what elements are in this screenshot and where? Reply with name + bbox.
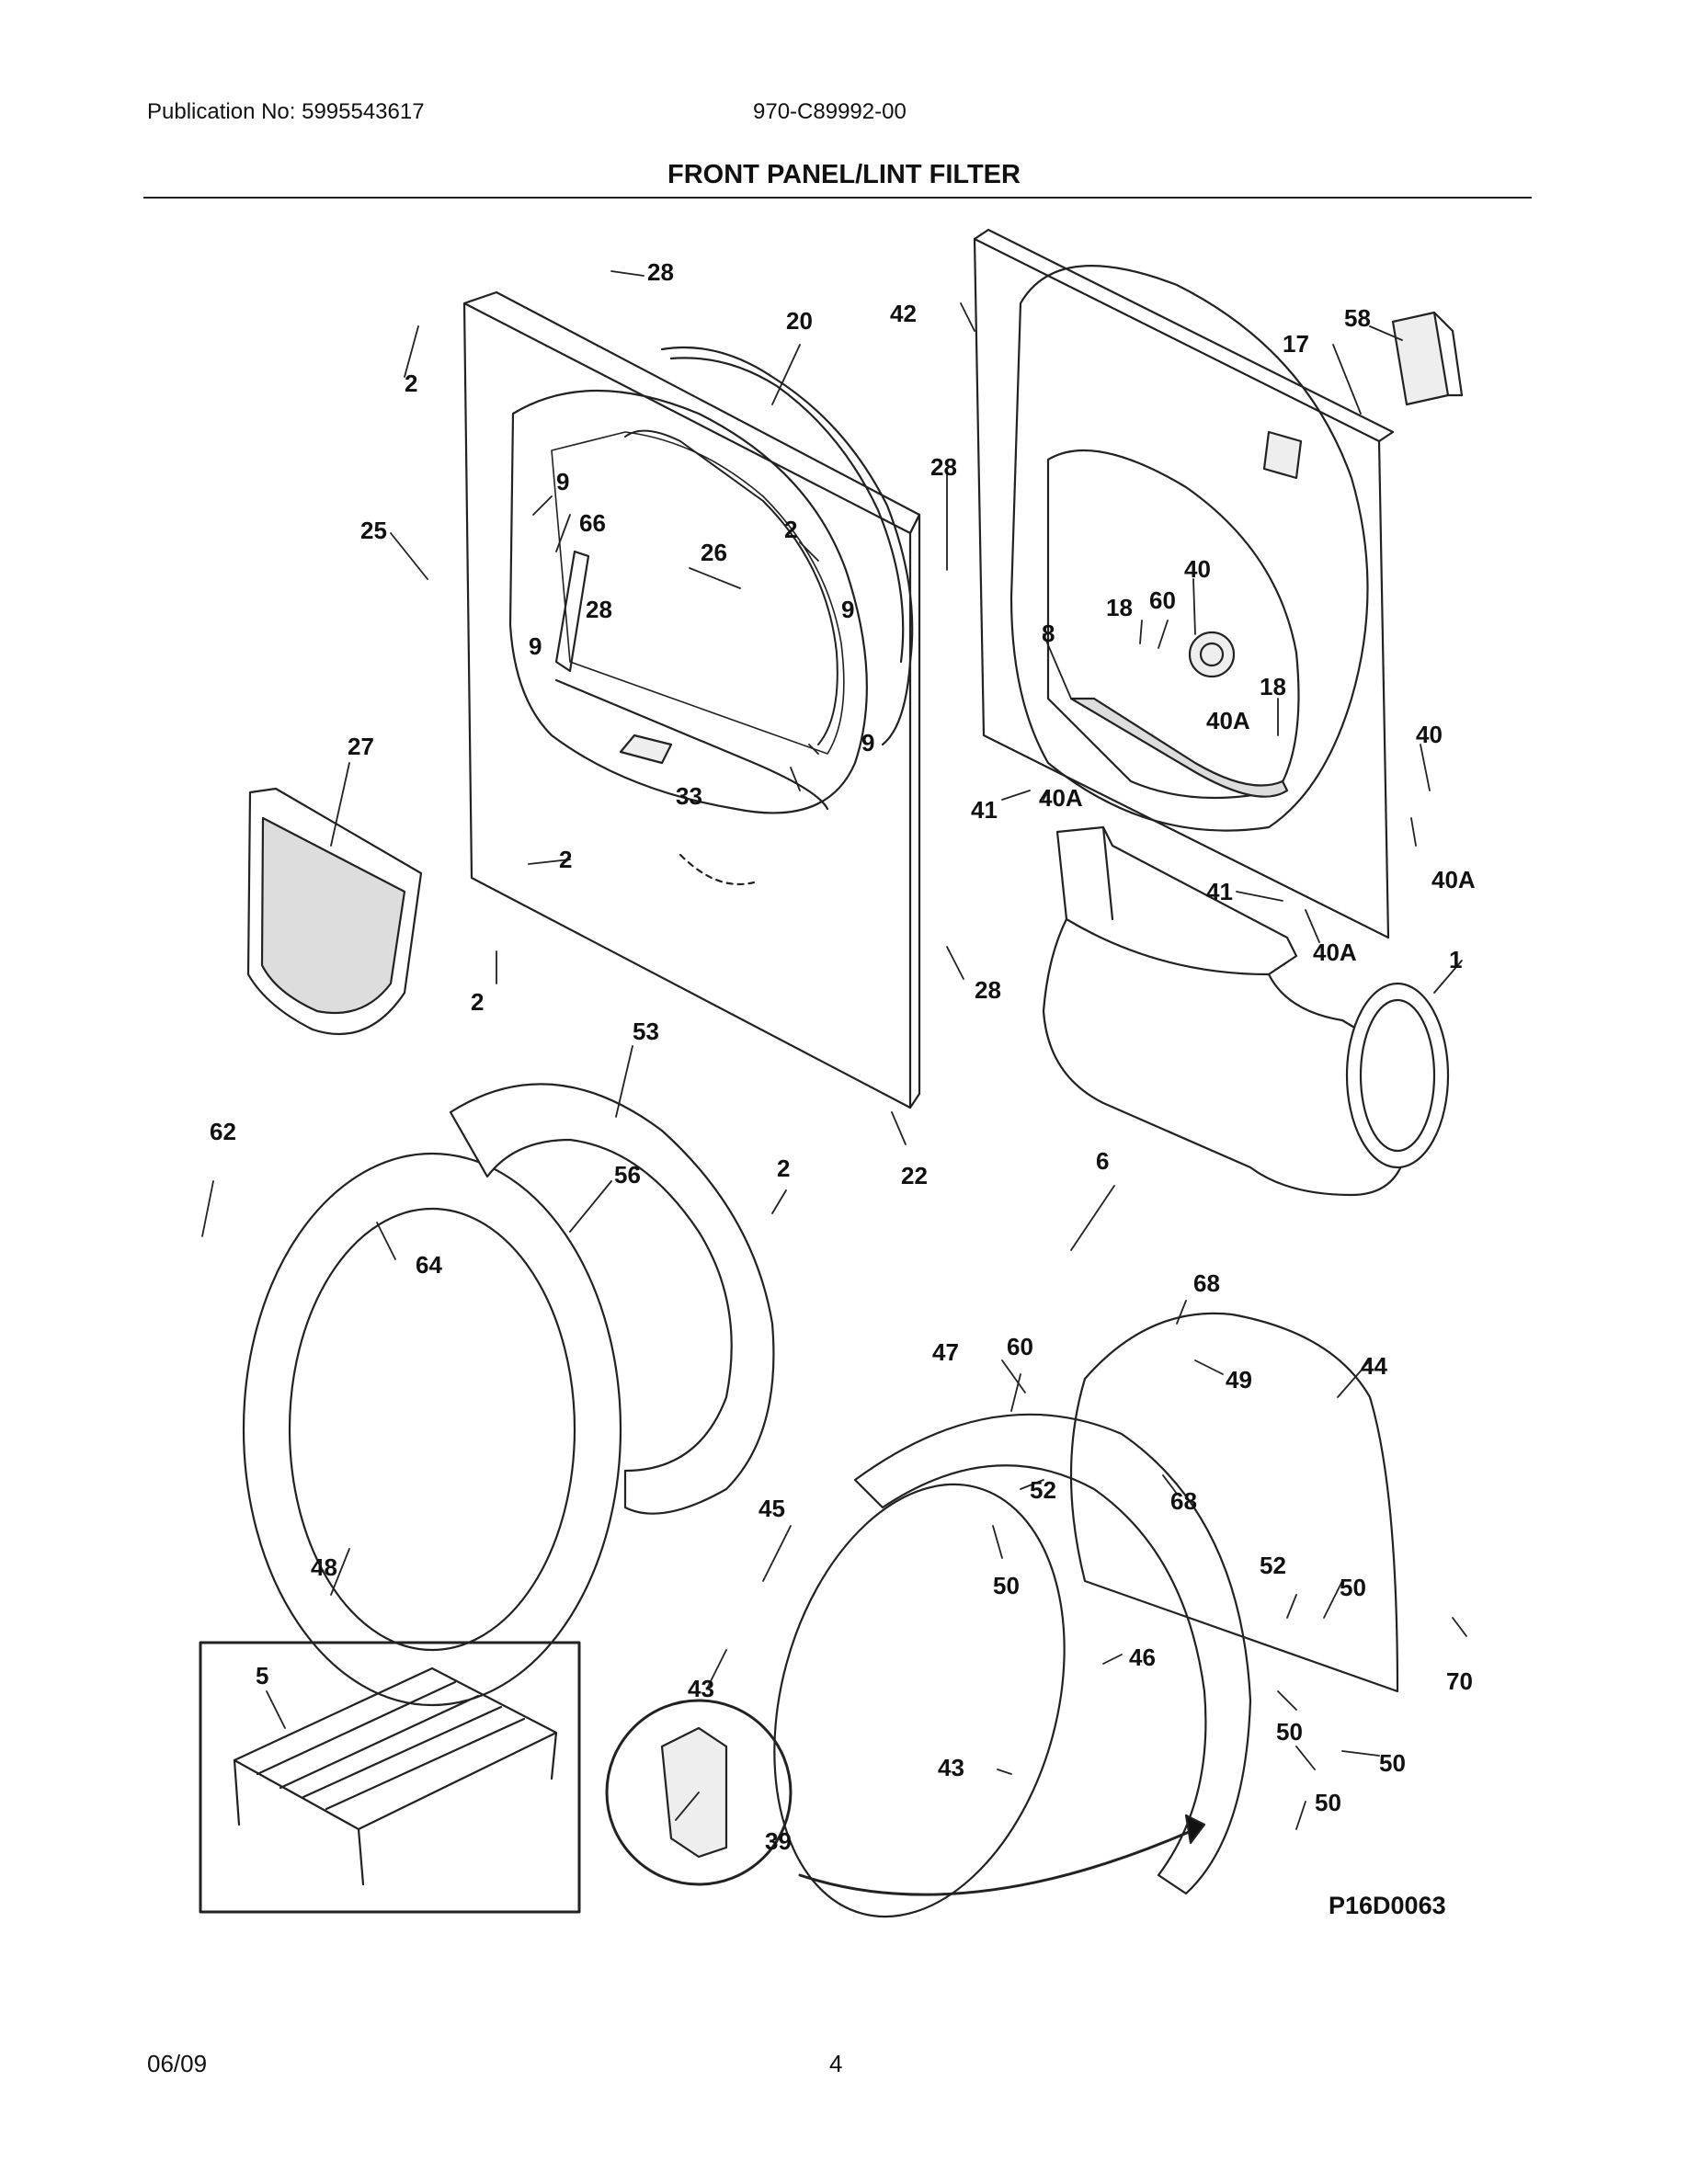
callout-26: 26 bbox=[701, 539, 727, 566]
page-title: FRONT PANEL/LINT FILTER bbox=[667, 160, 1021, 189]
callout-70: 70 bbox=[1446, 1667, 1473, 1695]
callout-68: 68 bbox=[1170, 1487, 1197, 1515]
door-outer-ring bbox=[242, 1152, 622, 1707]
door-seal bbox=[660, 346, 914, 746]
callout-45: 45 bbox=[758, 1495, 785, 1522]
callout-2: 2 bbox=[784, 516, 797, 543]
callout-18: 18 bbox=[1106, 594, 1133, 621]
callout-60: 60 bbox=[1007, 1333, 1033, 1360]
callout-1: 1 bbox=[1449, 946, 1462, 973]
callout-40: 40 bbox=[1416, 721, 1443, 748]
callout-28: 28 bbox=[930, 453, 957, 481]
callout-2: 2 bbox=[471, 988, 484, 1016]
callout-68: 68 bbox=[1193, 1269, 1220, 1297]
callout-46: 46 bbox=[1129, 1644, 1156, 1671]
footer-date: 06/09 bbox=[147, 2050, 208, 2077]
callout-9: 9 bbox=[861, 729, 874, 756]
callout-9: 9 bbox=[841, 596, 854, 623]
callout-18: 18 bbox=[1260, 673, 1286, 700]
publication-number: Publication No: 5995543617 bbox=[147, 99, 425, 124]
drying-rack-inset bbox=[199, 1641, 581, 1914]
callout-47: 47 bbox=[932, 1338, 959, 1366]
callout-58: 58 bbox=[1344, 304, 1371, 332]
callout-28: 28 bbox=[975, 976, 1001, 1004]
callout-2: 2 bbox=[777, 1155, 790, 1182]
blower-duct bbox=[1042, 825, 1410, 1197]
callout-62: 62 bbox=[210, 1118, 236, 1145]
callout-56: 56 bbox=[614, 1161, 641, 1189]
callout-6: 6 bbox=[1096, 1147, 1109, 1175]
callout-5: 5 bbox=[256, 1662, 268, 1689]
callout-22: 22 bbox=[901, 1162, 928, 1189]
callout-50: 50 bbox=[1340, 1574, 1366, 1601]
callout-33: 33 bbox=[676, 782, 702, 810]
callout-17: 17 bbox=[1283, 330, 1309, 358]
callout-44: 44 bbox=[1361, 1352, 1387, 1380]
callout-42: 42 bbox=[890, 300, 917, 327]
callout-52: 52 bbox=[1030, 1476, 1056, 1504]
callout-60: 60 bbox=[1149, 586, 1176, 614]
leader-lines bbox=[201, 270, 1467, 1830]
callout-27: 27 bbox=[348, 733, 374, 760]
callout-9: 9 bbox=[556, 468, 569, 495]
callout-40A: 40A bbox=[1206, 707, 1250, 734]
callout-2: 2 bbox=[405, 370, 417, 397]
callout-40A: 40A bbox=[1431, 866, 1476, 893]
callout-9: 9 bbox=[529, 632, 542, 660]
callout-28: 28 bbox=[586, 596, 612, 623]
model-number: 970-C89992-00 bbox=[753, 99, 907, 124]
callout-66: 66 bbox=[579, 509, 606, 537]
door-glass bbox=[773, 1483, 1066, 1918]
fan-ring bbox=[1345, 982, 1450, 1169]
callout-39: 39 bbox=[765, 1827, 792, 1855]
callout-28: 28 bbox=[647, 258, 674, 286]
callout-2: 2 bbox=[559, 846, 572, 873]
callout-43: 43 bbox=[938, 1754, 964, 1781]
callout-43: 43 bbox=[688, 1675, 714, 1702]
drawing-code: P16D0063 bbox=[1329, 1892, 1446, 1919]
door-gasket bbox=[1069, 1312, 1399, 1693]
callout-25: 25 bbox=[360, 517, 387, 544]
callout-49: 49 bbox=[1226, 1366, 1252, 1393]
door-inner-ring bbox=[449, 1083, 775, 1515]
callout-50: 50 bbox=[1315, 1789, 1341, 1816]
title-divider bbox=[143, 197, 1532, 199]
hinge-detail bbox=[605, 1699, 1206, 1896]
callout-20: 20 bbox=[786, 307, 813, 335]
callout-48: 48 bbox=[311, 1553, 337, 1581]
door-inner-frame bbox=[853, 1413, 1252, 1895]
callout-40A: 40A bbox=[1313, 938, 1357, 966]
front-panel bbox=[462, 290, 921, 1109]
callout-41: 41 bbox=[971, 796, 998, 824]
thermostat-box bbox=[1391, 311, 1464, 406]
callout-50: 50 bbox=[1379, 1749, 1406, 1777]
page-number: 4 bbox=[829, 2050, 843, 2077]
callout-64: 64 bbox=[416, 1251, 442, 1279]
callout-50: 50 bbox=[993, 1572, 1020, 1599]
callout-41: 41 bbox=[1206, 878, 1233, 905]
callout-50: 50 bbox=[1276, 1718, 1303, 1746]
callout-40: 40 bbox=[1184, 555, 1211, 583]
callout-40A: 40A bbox=[1039, 784, 1083, 812]
callouts: 2 28 20 42 17 58 9 66 25 2 26 28 28 9 9 … bbox=[210, 258, 1476, 1919]
callout-53: 53 bbox=[633, 1018, 659, 1045]
callout-52: 52 bbox=[1260, 1552, 1286, 1579]
rear-bulkhead bbox=[973, 228, 1395, 939]
lint-filter bbox=[246, 787, 423, 1036]
callout-8: 8 bbox=[1042, 620, 1055, 647]
